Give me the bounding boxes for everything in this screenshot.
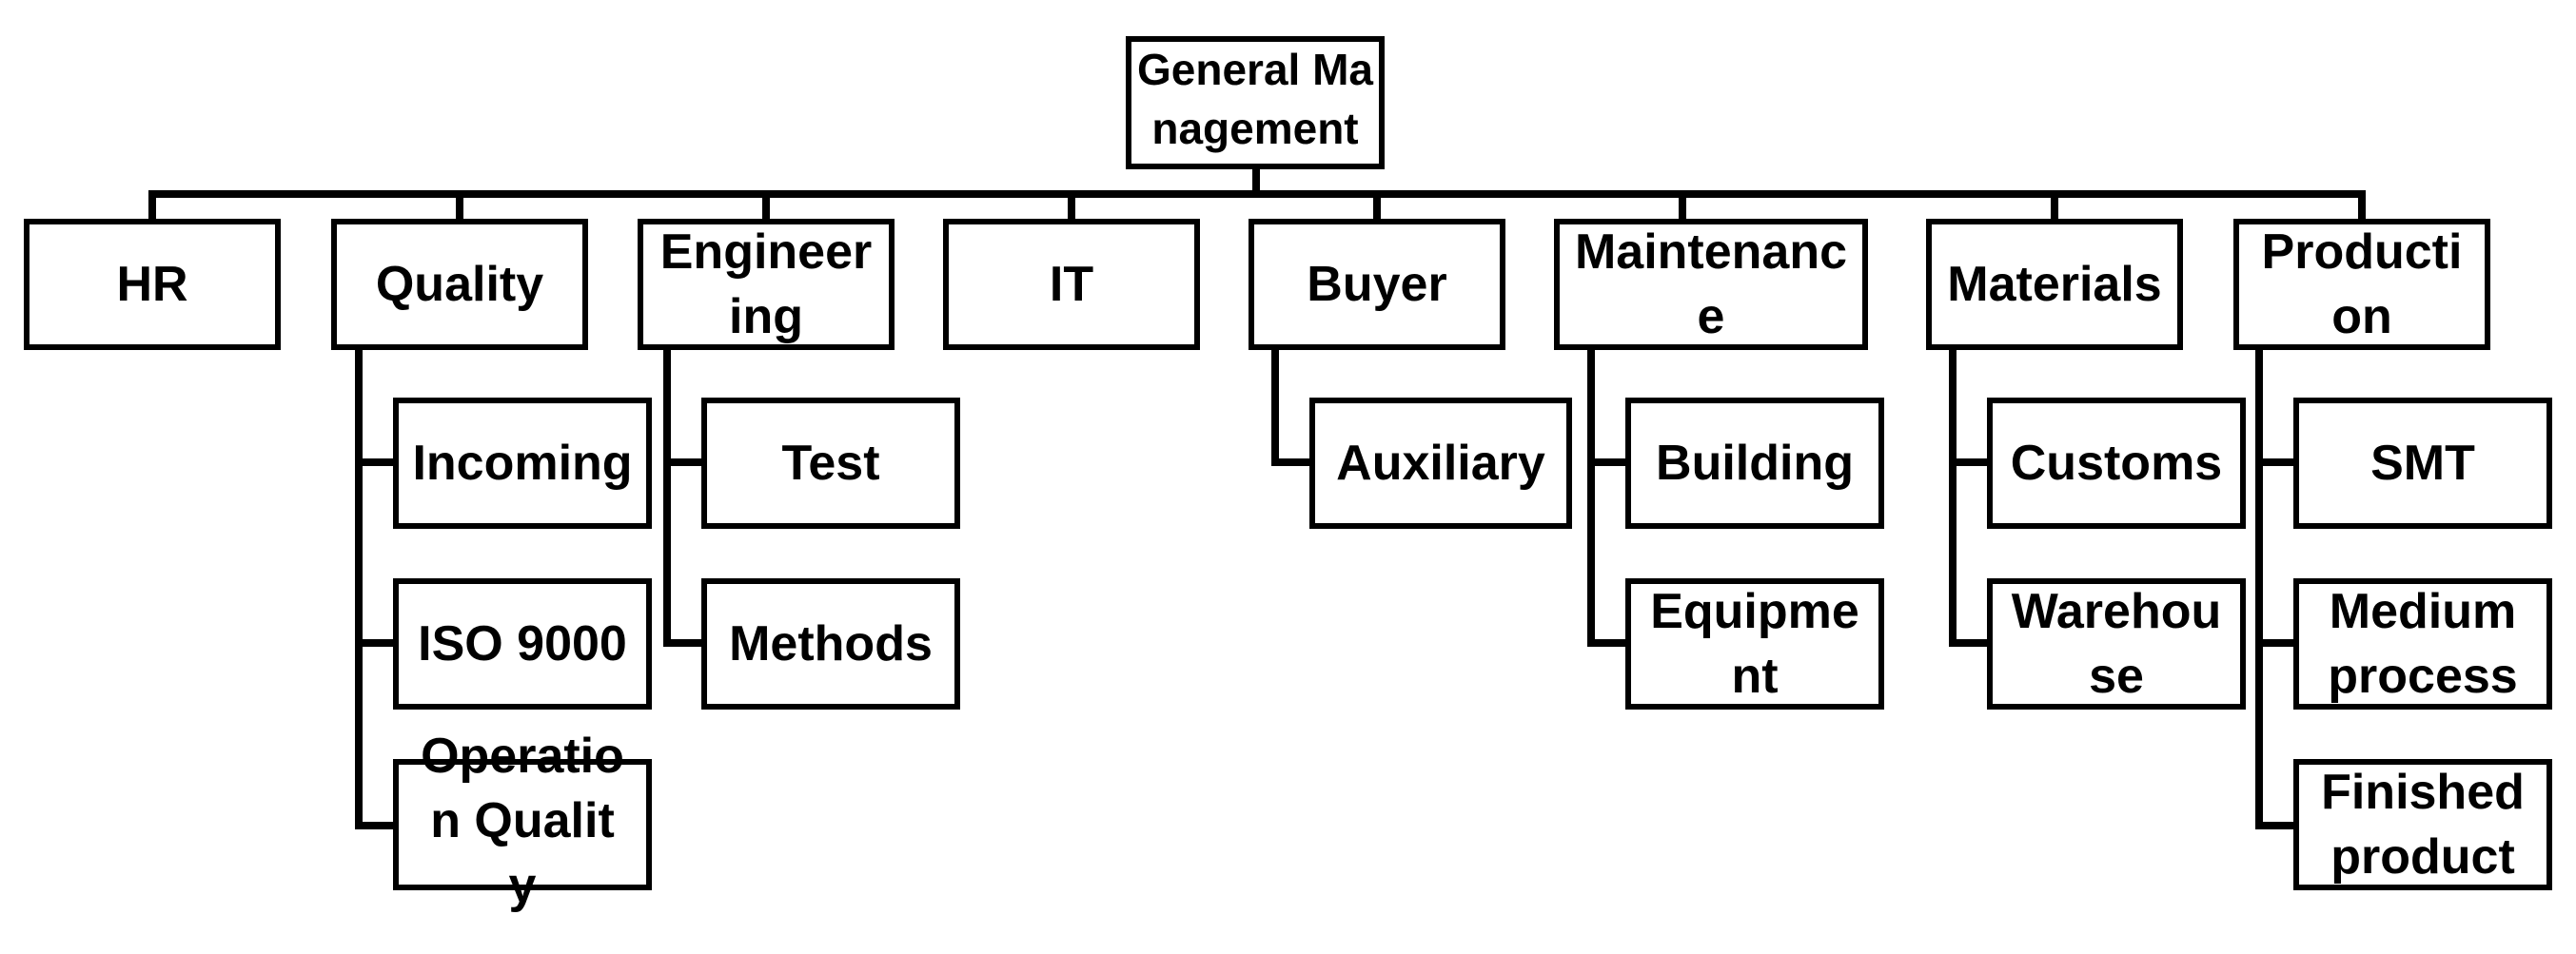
connector-production-spine (2255, 346, 2263, 829)
connector-equipment (1587, 639, 1629, 647)
org-node-equipment: Equipment (1625, 578, 1884, 710)
org-node-label: Operation Quality (421, 729, 624, 913)
org-node-label: Test (781, 436, 880, 491)
connector-materials (2051, 194, 2058, 223)
org-node-building: Building (1625, 398, 1884, 529)
connector-hr (148, 194, 156, 223)
org-node-label: Incoming (412, 436, 633, 491)
org-node-materials: Materials (1926, 219, 2183, 350)
org-node-buyer: Buyer (1249, 219, 1505, 350)
connector-medium-process (2255, 639, 2297, 647)
org-node-quality: Quality (331, 219, 588, 350)
org-node-hr: HR (24, 219, 281, 350)
connector-smt (2255, 458, 2297, 466)
org-node-label: Methods (729, 616, 933, 672)
org-node-label: Auxiliary (1336, 436, 1545, 491)
org-node-finished-product: Finished product (2293, 759, 2552, 890)
org-node-label: General Management (1137, 45, 1373, 153)
connector-operation-quality (355, 822, 397, 829)
org-node-label: Engineering (659, 224, 873, 344)
org-node-engineering: Engineering (638, 219, 895, 350)
org-node-label: HR (116, 257, 188, 312)
org-node-label: Buyer (1307, 257, 1447, 312)
org-node-label: Quality (375, 257, 544, 312)
connector-root-stem (1252, 167, 1260, 196)
connector-building (1587, 458, 1629, 466)
org-node-incoming: Incoming (393, 398, 652, 529)
connector-methods (663, 639, 705, 647)
org-node-label: Finished product (2321, 765, 2525, 885)
org-node-auxiliary: Auxiliary (1309, 398, 1572, 529)
org-node-label: SMT (2370, 436, 2475, 491)
org-node-label: Production (2261, 224, 2463, 344)
org-node-maintenance: Maintenance (1554, 219, 1868, 350)
org-node-test: Test (701, 398, 960, 529)
connector-engineering (762, 194, 770, 223)
org-node-label: Medium process (2328, 584, 2518, 704)
org-node-label: Maintenance (1574, 224, 1848, 344)
connector-materials-spine (1949, 346, 1957, 647)
org-node-warehouse: Warehouse (1987, 578, 2246, 710)
connector-maintenance (1679, 194, 1686, 223)
org-node-general-management: General Management (1126, 36, 1385, 169)
connector-buyer-spine (1271, 346, 1279, 466)
org-node-smt: SMT (2293, 398, 2552, 529)
connector-it (1068, 194, 1075, 223)
org-node-label: ISO 9000 (418, 616, 627, 672)
org-node-it: IT (943, 219, 1200, 350)
connector-buyer (1373, 194, 1381, 223)
connector-top-bar (148, 190, 2366, 198)
org-node-medium-process: Medium process (2293, 578, 2552, 710)
connector-warehouse (1949, 639, 1991, 647)
org-node-production: Production (2233, 219, 2490, 350)
org-node-label: Customs (2010, 436, 2223, 491)
connector-quality-spine (355, 346, 363, 829)
org-node-label: Warehouse (2011, 584, 2222, 704)
org-node-iso-9000: ISO 9000 (393, 578, 652, 710)
org-node-label: Building (1656, 436, 1854, 491)
org-node-label: IT (1049, 257, 1094, 312)
connector-finished-product (2255, 822, 2297, 829)
connector-maintenance-spine (1587, 346, 1595, 647)
org-node-methods: Methods (701, 578, 960, 710)
connector-quality (456, 194, 463, 223)
connector-engineering-spine (663, 346, 671, 647)
connector-customs (1949, 458, 1991, 466)
connector-incoming (355, 458, 397, 466)
org-node-label: Equipment (1650, 584, 1859, 704)
org-node-label: Materials (1947, 257, 2162, 312)
connector-auxiliary (1271, 458, 1313, 466)
org-node-customs: Customs (1987, 398, 2246, 529)
org-node-operation-quality: Operation Quality (393, 729, 652, 913)
connector-production (2358, 194, 2366, 223)
connector-test (663, 458, 705, 466)
connector-iso9000 (355, 639, 397, 647)
